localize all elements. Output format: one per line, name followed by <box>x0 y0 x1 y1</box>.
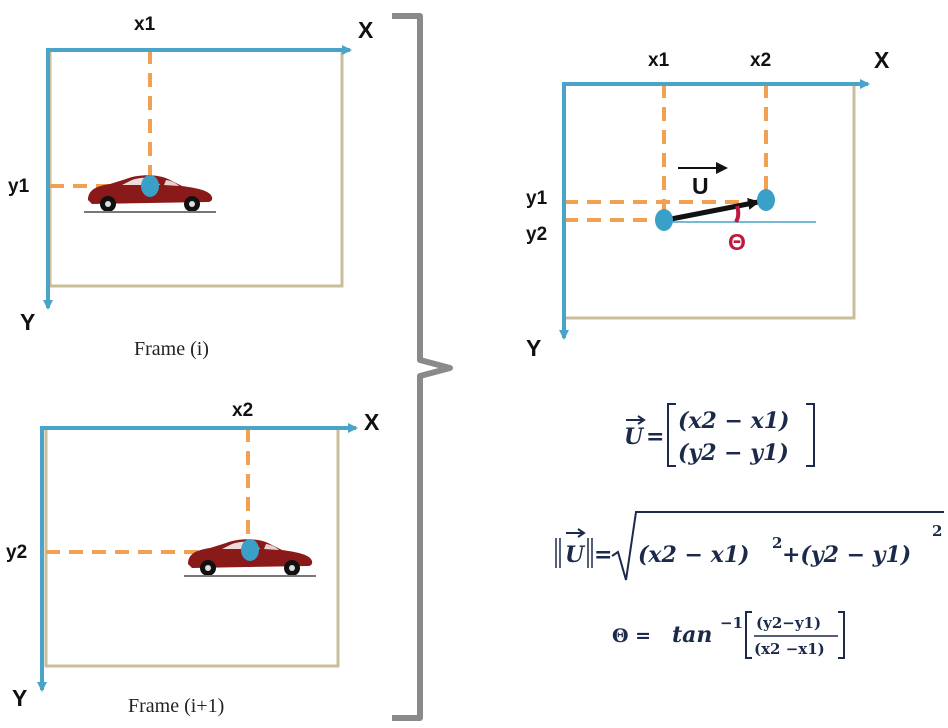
combined-x-axis-label: X <box>874 47 890 73</box>
formula-norm-eq: = <box>594 542 612 568</box>
formula-theta: Θ = tan −1 (y2−y1) (x2 −x1) <box>612 611 845 659</box>
formula-u-bracket-right <box>806 403 815 467</box>
frame-2-y2-label: y2 <box>6 542 27 563</box>
combined-x1-label: x1 <box>648 50 670 71</box>
car-1-point <box>141 175 159 197</box>
frame-1-y-axis-label: Y <box>20 309 35 335</box>
frame-1-x1-label: x1 <box>134 14 156 35</box>
formula-theta-sup: −1 <box>720 614 743 632</box>
combined-x2-label: x2 <box>750 50 771 71</box>
vector-u-label: U <box>692 173 709 199</box>
frame-1: x1 y1 X Y Frame (i) <box>8 14 374 360</box>
frame-1-border <box>48 48 344 288</box>
frame-2: x2 y2 X Y Frame (i+1) <box>6 400 380 717</box>
frame-2-x-axis-label: X <box>364 409 380 435</box>
formula-theta-bracket-right <box>838 611 845 659</box>
formula-norm-sup1: 2 <box>772 534 782 552</box>
vector-u <box>665 198 760 223</box>
formula-u-bracket-left <box>667 403 676 467</box>
point-2 <box>757 189 775 211</box>
frame-2-caption: Frame (i+1) <box>128 695 224 717</box>
angle-theta-label: Θ <box>728 229 746 255</box>
combined-y2-label: y2 <box>526 224 547 245</box>
combined-y-axis-label: Y <box>526 335 541 361</box>
combined-y1-label: y1 <box>526 188 548 209</box>
point-1 <box>655 209 673 231</box>
formula-u-lhs: U <box>624 424 645 450</box>
frame-1-caption: Frame (i) <box>134 338 209 360</box>
frame-2-x2-label: x2 <box>232 400 253 421</box>
formula-norm: U = (x2 − x1) 2 +(y2 − y1) 2 <box>555 511 944 581</box>
formula-theta-fn: tan <box>672 622 712 648</box>
grouping-bracket <box>392 13 453 721</box>
formula-theta-num: (y2−y1) <box>756 614 821 632</box>
frame-1-y1-label: y1 <box>8 176 30 197</box>
formula-norm-u: U <box>565 542 586 568</box>
formula-norm-t2: +(y2 − y1) <box>782 542 911 568</box>
formula-u-row2: (y2 − y1) <box>678 440 789 466</box>
formula-norm-sqrt <box>611 511 944 581</box>
formula-vector: U = (x2 − x1) (y2 − y1) <box>624 403 815 467</box>
formula-norm-t1: (x2 − x1) <box>638 542 749 568</box>
frame-1-x-axis-label: X <box>358 17 374 43</box>
formula-u-eq: = <box>646 424 664 450</box>
frame-2-y-axis-label: Y <box>12 685 27 711</box>
formula-theta-den: (x2 −x1) <box>754 640 825 658</box>
formula-u-row1: (x2 − x1) <box>678 408 789 434</box>
angle-arc <box>734 205 741 223</box>
formula-theta-lhs: Θ = <box>612 625 651 647</box>
frame-2-border <box>44 426 340 668</box>
car-2-point <box>241 539 259 561</box>
combined-frame: U Θ x1 x2 y1 y2 X Y <box>526 47 890 361</box>
formula-theta-bracket-left <box>745 611 752 659</box>
formula-norm-sup2: 2 <box>932 522 942 540</box>
